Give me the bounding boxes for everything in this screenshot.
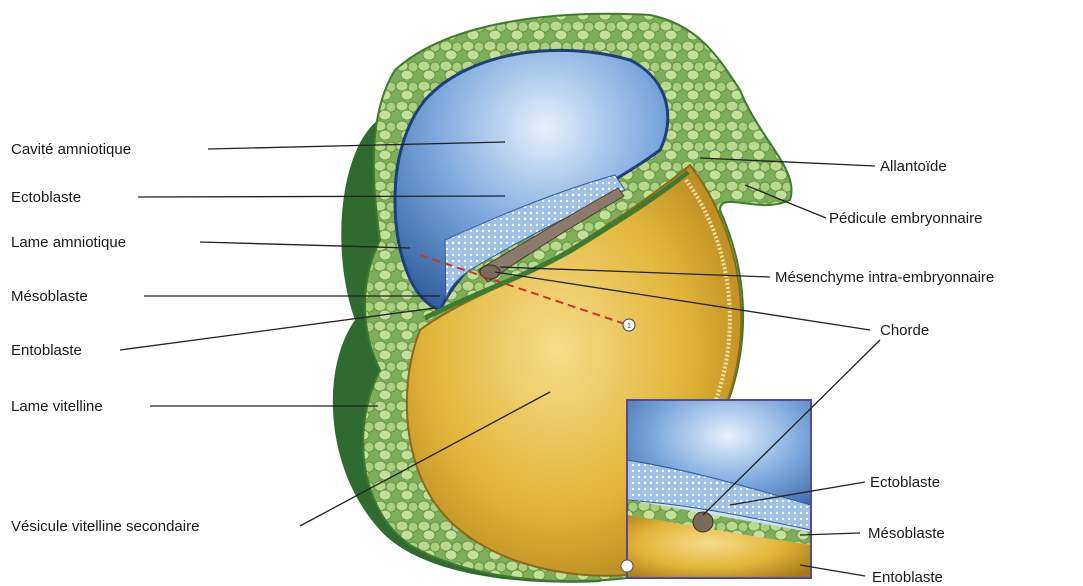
label-entoblaste: Entoblaste [11,342,82,359]
label-cavite-amniotique: Cavité amniotique [11,141,131,158]
inset-marker [621,560,633,572]
label-mesoblaste: Mésoblaste [11,288,88,305]
label-lame-vitelline: Lame vitelline [11,398,103,415]
label-pedicule: Pédicule embryonnaire [829,210,982,227]
label-inset-ectoblaste: Ectoblaste [870,474,940,491]
label-ectoblaste: Ectoblaste [11,189,81,206]
label-inset-mesoblaste: Mésoblaste [868,525,945,542]
label-lame-amniotique: Lame amniotique [11,234,126,251]
label-vesicule-vitelline: Vésicule vitelline secondaire [11,518,199,535]
inset-section [621,400,811,578]
label-mesenchyme: Mésenchyme intra-embryonnaire [775,269,994,286]
label-chorde: Chorde [880,322,929,339]
section-marker-label: 1 [627,323,631,330]
label-allantoide: Allantoïde [880,158,947,175]
label-inset-entoblaste: Entoblaste [872,569,943,586]
